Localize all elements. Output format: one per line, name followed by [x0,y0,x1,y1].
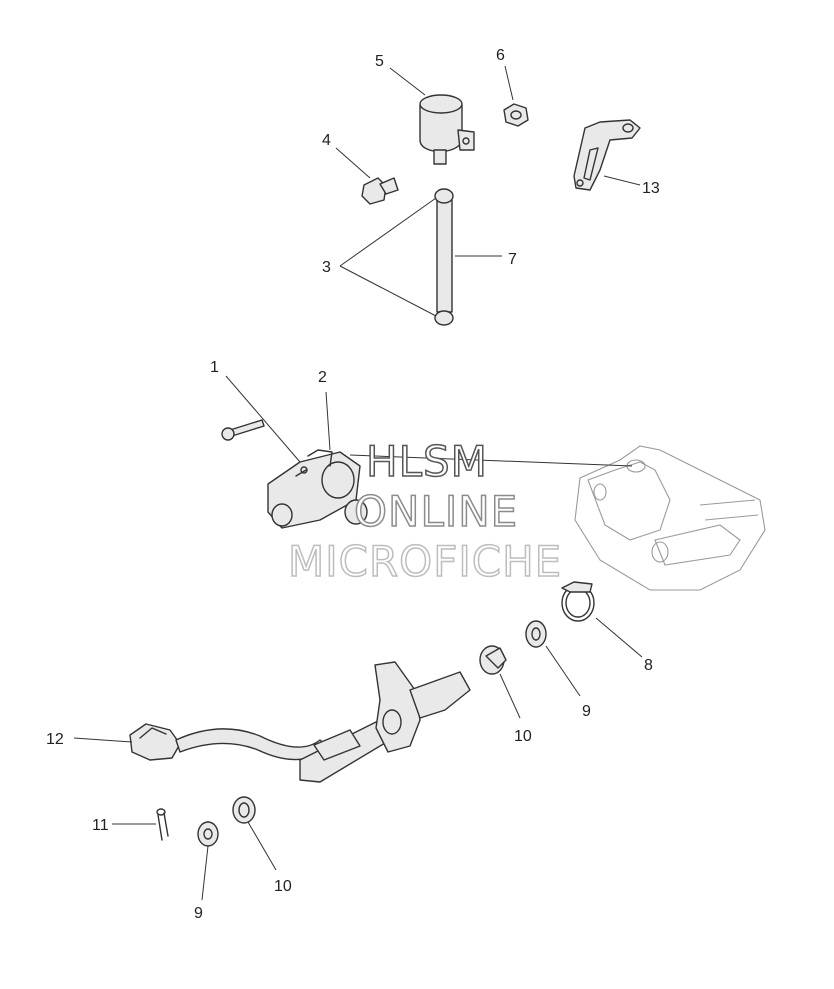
callout-8: 8 [644,657,653,674]
bushing-upper-part [479,645,507,675]
callout-10-upper: 10 [514,728,532,745]
callout-labels: 1 2 3 4 5 6 7 8 9 9 10 10 11 12 13 [46,47,660,922]
washer-lower-part [197,821,219,847]
callout-12: 12 [46,731,64,748]
callout-3: 3 [322,259,331,276]
callout-9-upper: 9 [582,703,591,720]
cotter-pin-part [156,808,169,841]
reservoir-part [419,94,475,165]
leader-lines [73,65,643,901]
watermark-line-2: ONLINE [354,487,518,536]
master-cylinder-part [267,449,368,529]
callout-9-lower: 9 [194,905,203,922]
nut-part [503,103,529,127]
callout-1: 1 [210,359,219,376]
callout-5: 5 [375,53,384,70]
bracket-part [573,119,641,191]
callout-7: 7 [508,251,517,268]
bushing-lower-part [232,796,256,824]
watermark-line-1: HLSM [366,437,488,486]
watermark: HLSM ONLINE MICROFICHE [287,436,562,587]
frame-bracket-ghost [574,445,766,591]
callout-4: 4 [322,132,331,149]
callout-6: 6 [496,47,505,64]
bolt-part [361,177,399,205]
brake-pedal-part [129,661,471,783]
washer-upper-part [525,620,547,648]
watermark-line-3: MICROFICHE [288,537,562,586]
pin-part [221,419,265,441]
clip-part [561,581,595,622]
callout-11: 11 [92,817,109,834]
callout-10-lower: 10 [274,878,292,895]
callout-2: 2 [318,369,327,386]
callout-13: 13 [642,180,660,197]
hose-part [434,188,454,326]
